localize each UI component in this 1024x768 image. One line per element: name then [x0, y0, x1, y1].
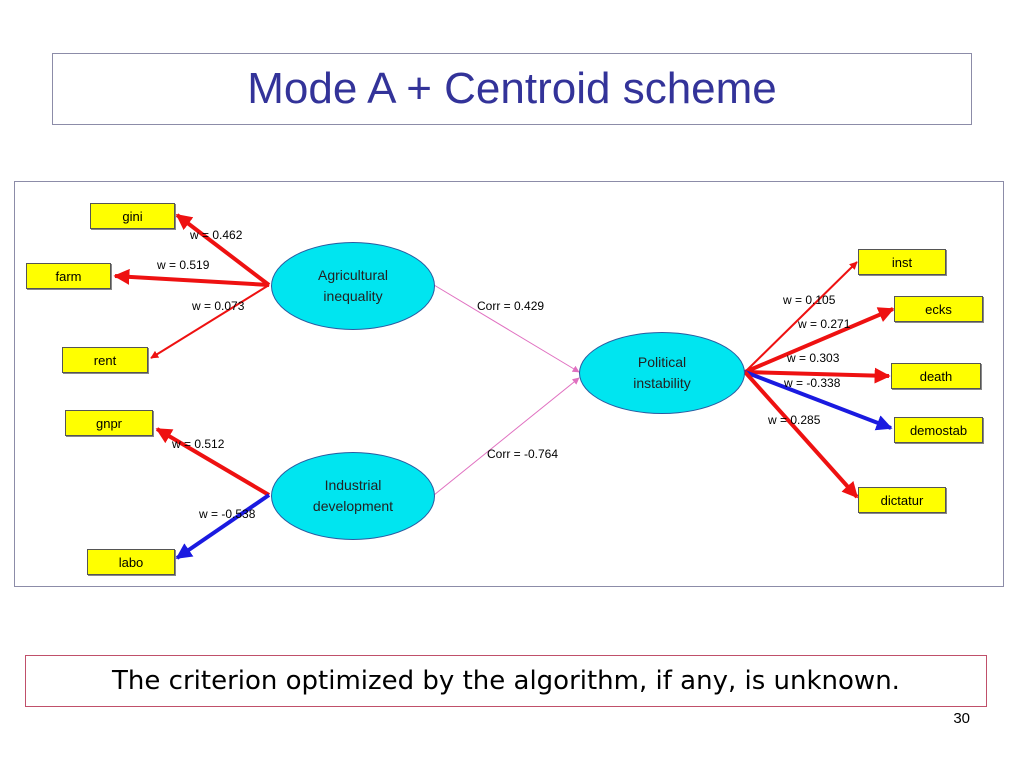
edge-pol-ecks	[744, 307, 895, 374]
latent-agri-label: Agricultural inequality	[317, 267, 389, 304]
weight-label-rent: w = 0.073	[192, 299, 245, 313]
weight-label-ecks: w = 0.271	[798, 317, 851, 331]
manifest-death: death	[891, 363, 981, 389]
weight-label-death: w = 0.303	[787, 351, 840, 365]
weight-label-gnpr: w = 0.512	[172, 437, 225, 451]
manifest-rent: rent	[62, 347, 148, 373]
corr-label-ind-pol: Corr = -0.764	[487, 447, 559, 461]
weight-label-gini: w = 0.462	[190, 228, 243, 242]
latent-industrial-development: Industrial development	[271, 452, 435, 540]
latent-political-instability: Political instability	[579, 332, 745, 414]
manifest-dictatur: dictatur	[858, 487, 946, 513]
weight-label-dictatur: w = 0.285	[768, 413, 821, 427]
latent-agricultural-inequality: Agricultural inequality	[271, 242, 435, 330]
title-box: Mode A + Centroid scheme	[52, 53, 972, 125]
edge-pol-dictatur	[743, 370, 859, 499]
edge-pol-death	[744, 367, 891, 384]
manifest-inst: inst	[858, 249, 946, 275]
edge-agri-gini	[175, 213, 271, 287]
corr-label-agri-pol: Corr = 0.429	[477, 299, 545, 313]
weight-label-inst: w = 0.105	[783, 293, 836, 307]
manifest-ecks: ecks	[894, 296, 983, 322]
manifest-labo: labo	[87, 549, 175, 575]
page-number: 30	[953, 710, 970, 727]
edge-agri-farm	[113, 268, 270, 287]
manifest-farm: farm	[26, 263, 111, 289]
edge-ind-pol	[433, 377, 580, 496]
edge-agri-pol	[433, 284, 580, 373]
edge-pol-demostab	[744, 370, 893, 431]
weight-label-demostab: w = -0.338	[784, 376, 841, 390]
note-text: The criterion optimized by the algorithm…	[112, 666, 900, 696]
edge-ind-labo	[175, 493, 271, 560]
latent-pol-label: Political instability	[633, 354, 691, 391]
manifest-gini: gini	[90, 203, 175, 229]
weight-label-labo: w = -0.538	[199, 507, 256, 521]
edge-ind-gnpr	[155, 427, 271, 497]
diagram-edges	[113, 213, 895, 560]
note-box: The criterion optimized by the algorithm…	[25, 655, 987, 707]
edge-agri-rent	[150, 284, 270, 359]
latent-ind-label: Industrial development	[312, 477, 394, 514]
path-diagram: gini farm rent gnpr labo inst ecks death…	[14, 181, 1004, 587]
edge-pol-inst	[744, 261, 858, 373]
slide-title: Mode A + Centroid scheme	[247, 64, 777, 113]
manifest-demostab: demostab	[894, 417, 983, 443]
manifest-gnpr: gnpr	[65, 410, 153, 436]
weight-label-farm: w = 0.519	[157, 258, 210, 272]
